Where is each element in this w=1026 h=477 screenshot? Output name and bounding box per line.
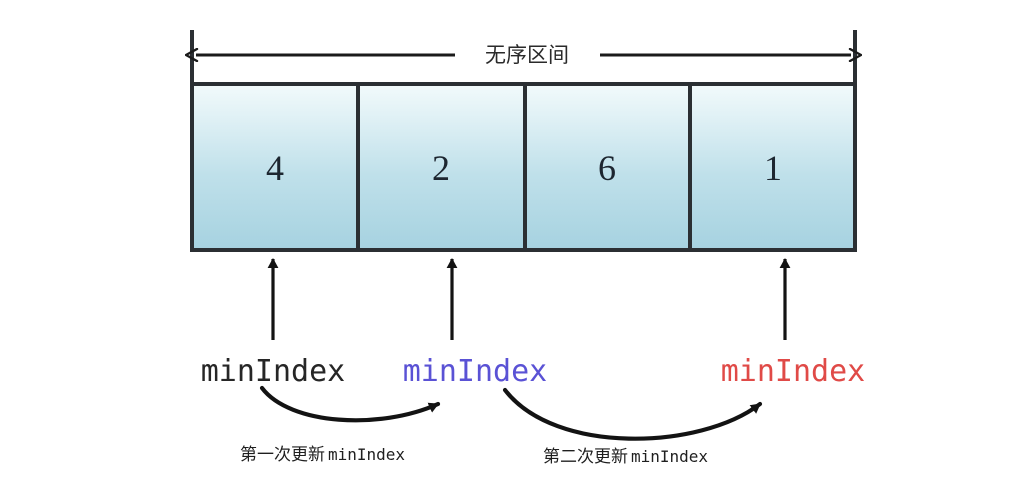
pointer-label-initial: minIndex (201, 354, 346, 389)
curve-arrow-first-update (259, 385, 441, 423)
caption-second-update: 第二次更新 minIndex (543, 447, 708, 467)
unsorted-range-bracket (192, 30, 855, 84)
array-cell-value-0: 4 (266, 148, 284, 188)
pointer-label-first-update: minIndex (403, 354, 548, 389)
array-cell-value-3: 1 (764, 148, 782, 188)
array-cell-1[interactable] (356, 82, 527, 252)
array-cell-0[interactable] (190, 82, 360, 252)
curve-arrow-second-update (502, 387, 763, 441)
array-cell-value-1: 2 (432, 148, 450, 188)
array-cell-2[interactable] (523, 82, 692, 252)
caption-first-update-mono: minIndex (328, 445, 405, 464)
caption-second-update-cn: 第二次更新 (543, 447, 628, 467)
pointer-label-second-update: minIndex (721, 354, 866, 389)
caption-first-update-cn: 第一次更新 (240, 445, 325, 465)
unsorted-range-label: 无序区间 (485, 43, 569, 67)
caption-second-update-mono: minIndex (631, 447, 708, 466)
pointer-arrows-group (267, 258, 791, 340)
caption-first-update: 第一次更新 minIndex (240, 445, 405, 465)
array-cell-value-2: 6 (598, 148, 616, 188)
array-container: 4 2 6 1 (190, 82, 857, 252)
array-cell-3[interactable] (688, 82, 857, 252)
